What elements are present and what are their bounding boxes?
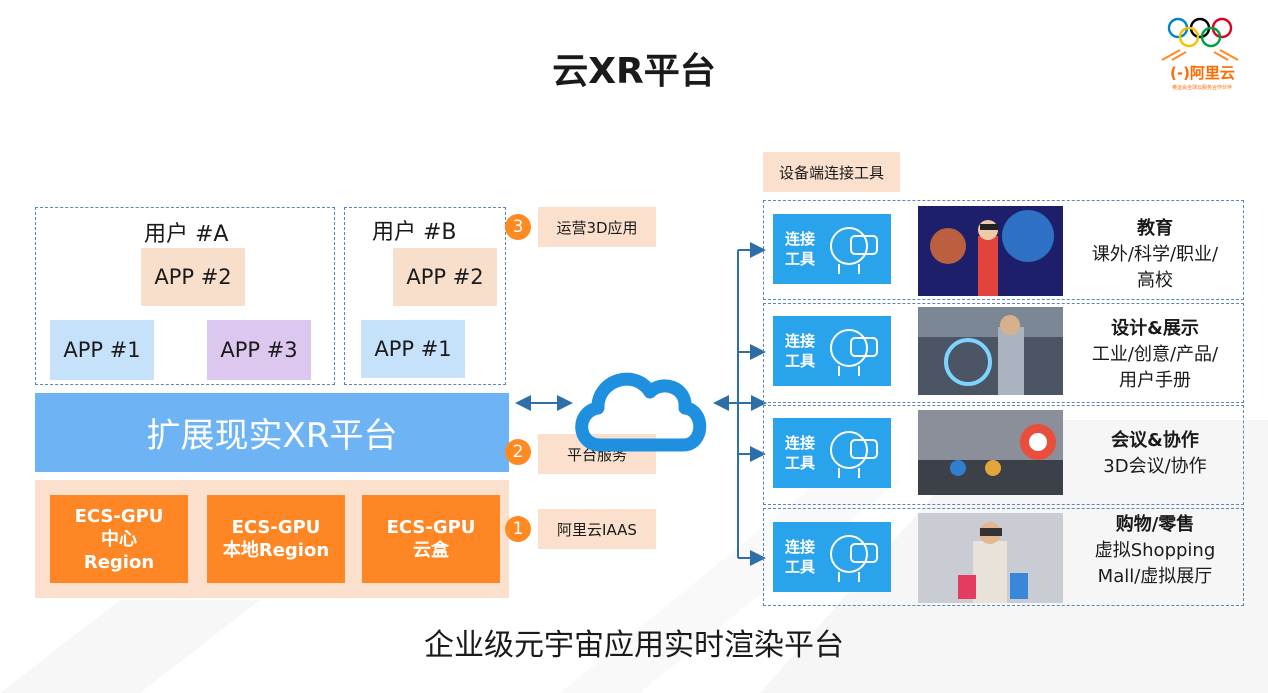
ecs-gpu-center: ECS-GPU 中心 Region: [50, 495, 188, 583]
shopping-desc: 购物/零售 虚拟Shopping Mall/虚拟展厅: [1075, 512, 1235, 590]
brand-tagline: 奥运会全球云服务合作伙伴: [1171, 85, 1232, 91]
ecs-line2: 中心: [101, 528, 137, 550]
vr-headset-icon: [830, 329, 878, 376]
design-photo: [918, 307, 1063, 395]
user-b-title: 用户 #B: [372, 220, 457, 245]
branch-lines: [737, 242, 766, 566]
cloud-icon: [575, 372, 707, 452]
cloud-connector: [515, 372, 767, 452]
user-a-panel: [35, 207, 335, 385]
olympic-rings-icon: [1167, 17, 1233, 48]
row-shopping: [763, 508, 1244, 606]
laurel-lines-icon: [1161, 49, 1239, 61]
user-a-title: 用户 #A: [144, 222, 229, 247]
ecs-line1: ECS-GPU: [74, 505, 164, 527]
user-a-app-2[interactable]: APP #2: [141, 248, 245, 306]
ecs-line2: 本地Region: [222, 540, 330, 561]
row-title: 教育: [1137, 218, 1173, 239]
brand-name: (-)阿里云: [1170, 64, 1235, 82]
aliyun-logo: (-)阿里云 奥运会全球云服务合作伙伴: [1158, 14, 1242, 100]
user-b-app-1[interactable]: APP #1: [361, 320, 465, 378]
row-line: 虚拟Shopping: [1094, 540, 1216, 561]
page-title: 云XR平台: [552, 51, 716, 92]
shopping-photo: [918, 513, 1063, 603]
vr-headset-icon: [830, 227, 878, 274]
row-title: 购物/零售: [1115, 514, 1195, 535]
connector-tool-1[interactable]: 连接工具: [773, 214, 891, 284]
page-subtitle: 企业级元宇宙应用实时渲染平台: [424, 628, 844, 663]
connect-text: 连接: [785, 332, 816, 350]
row-design: [763, 303, 1244, 403]
ecs-line1: ECS-GPU: [231, 517, 321, 538]
ecs-gpu-cloud-box: ECS-GPU 云盒: [362, 495, 500, 583]
tool-text: 工具: [785, 454, 816, 472]
row-education: [763, 200, 1244, 300]
tool-text: 工具: [785, 250, 816, 268]
row-line: 课外/科学/职业/: [1091, 244, 1219, 265]
meeting-desc: 会议&协作 3D会议/协作: [1075, 428, 1235, 480]
device-tool-header: 设备端连接工具: [763, 152, 900, 192]
xr-platform-bar: 扩展现实XR平台: [35, 393, 509, 472]
meeting-photo: [918, 410, 1063, 495]
ecs-line1: ECS-GPU: [386, 517, 476, 538]
row-line: 用户手册: [1119, 370, 1191, 391]
step-1-badge: 1: [505, 516, 531, 542]
row-title: 会议&协作: [1111, 430, 1199, 451]
user-b-panel: [344, 207, 506, 385]
education-photo: [918, 206, 1063, 296]
user-a-app-1[interactable]: APP #1: [50, 320, 154, 380]
step-3-badge: 3: [505, 214, 531, 240]
education-desc: 教育 课外/科学/职业/ 高校: [1075, 216, 1235, 294]
vr-headset-icon: [830, 535, 878, 582]
connector-tool-4[interactable]: 连接工具: [773, 522, 891, 592]
step-3-label: 运营3D应用: [538, 207, 656, 247]
ecs-gpu-local-region: ECS-GPU 本地Region: [207, 495, 345, 583]
user-b-app-2[interactable]: APP #2: [393, 248, 497, 306]
row-line: Mall/虚拟展厅: [1097, 566, 1213, 587]
connector-tool-3[interactable]: 连接工具: [773, 418, 891, 488]
row-line: 3D会议/协作: [1103, 456, 1207, 477]
step-1-label: 阿里云IAAS: [538, 509, 656, 549]
row-title: 设计&展示: [1111, 318, 1199, 339]
connect-text: 连接: [785, 434, 816, 452]
row-line: 工业/创意/产品/: [1091, 344, 1219, 365]
vr-headset-icon: [830, 431, 878, 478]
row-meeting: [763, 405, 1244, 505]
step-2-badge: 2: [505, 439, 531, 465]
ecs-line2: 云盒: [413, 540, 449, 561]
connect-text: 连接: [785, 230, 816, 248]
user-a-app-3[interactable]: APP #3: [207, 320, 311, 380]
design-desc: 设计&展示 工业/创意/产品/ 用户手册: [1075, 316, 1235, 394]
row-line: 高校: [1137, 270, 1173, 291]
connect-text: 连接: [785, 538, 816, 556]
connector-tool-2[interactable]: 连接工具: [773, 316, 891, 386]
ecs-line3: Region: [83, 551, 155, 573]
tool-text: 工具: [785, 352, 816, 370]
tool-text: 工具: [785, 558, 816, 576]
